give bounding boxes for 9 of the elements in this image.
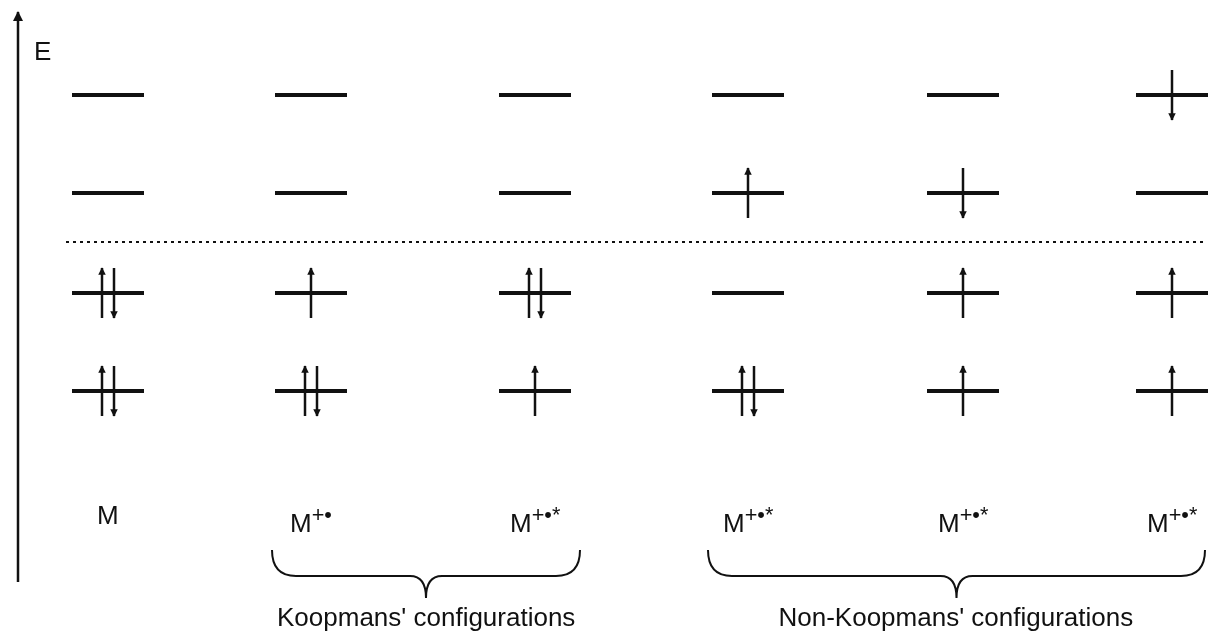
group-label: Koopmans' configurations (277, 602, 576, 632)
species-label: M$^{+•*}$ (938, 501, 989, 538)
species-label: M$^{+•*}$ (510, 501, 561, 538)
species-label: M$^{+•}$ (290, 501, 332, 538)
species-label: M (97, 500, 119, 530)
species-label: M$^{+•*}$ (723, 501, 774, 538)
axis-label: E (34, 36, 52, 66)
species-label: M$^{+•*}$ (1147, 501, 1198, 538)
group-label: Non-Koopmans' configurations (778, 602, 1134, 632)
